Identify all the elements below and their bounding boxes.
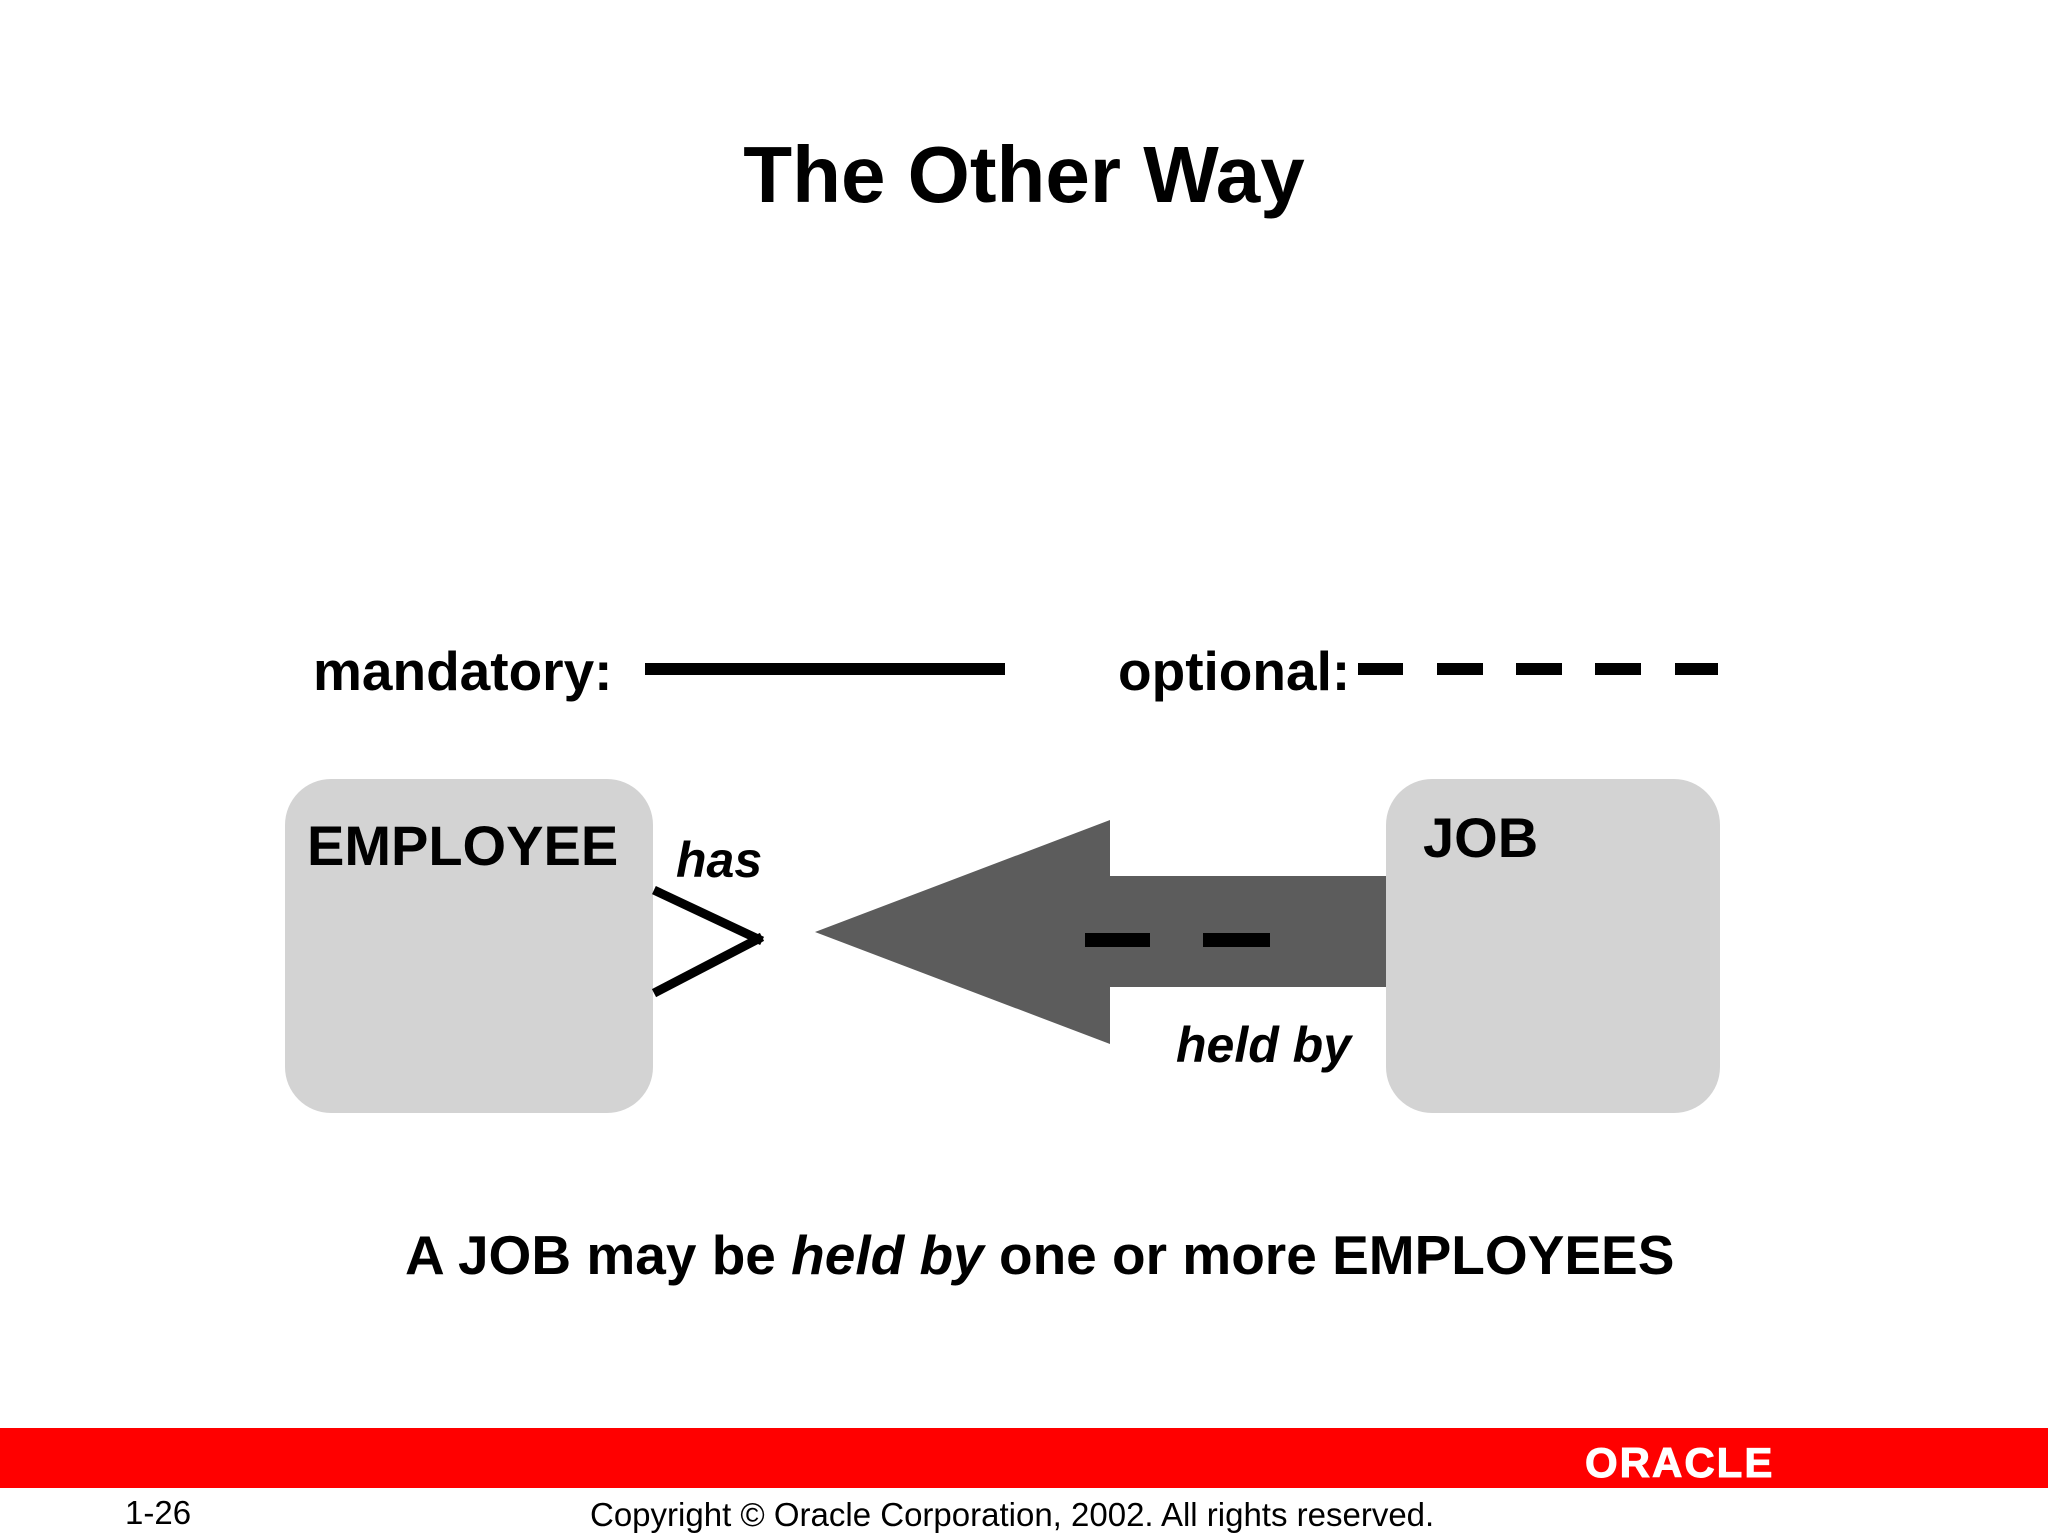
relation-held-by-label: held by bbox=[1176, 1017, 1352, 1073]
optional-label: optional: bbox=[1118, 640, 1351, 702]
sentence-part-2: one or more EMPLOYEES bbox=[983, 1224, 1675, 1286]
oracle-logo: ORACLE bbox=[1584, 1439, 1775, 1486]
copyright-text: Copyright © Oracle Corporation, 2002. Al… bbox=[590, 1496, 1435, 1533]
slide-title: The Other Way bbox=[743, 130, 1305, 219]
page-number: 1-26 bbox=[125, 1494, 192, 1531]
relationship-sentence: A JOB may be held by one or more EMPLOYE… bbox=[405, 1222, 1674, 1288]
mandatory-label: mandatory: bbox=[313, 640, 613, 702]
job-entity: JOB bbox=[1386, 779, 1720, 1113]
direction-arrow bbox=[815, 820, 1386, 1044]
crows-foot-symbol bbox=[651, 886, 765, 998]
sentence-part-1: A JOB may be bbox=[405, 1224, 792, 1286]
relation-has-label: has bbox=[676, 832, 763, 888]
sentence-emphasis: held by bbox=[791, 1224, 984, 1286]
employee-entity-name: EMPLOYEE bbox=[307, 814, 619, 877]
job-entity-name: JOB bbox=[1423, 806, 1539, 869]
footer-bar bbox=[0, 1428, 2048, 1488]
employee-entity: EMPLOYEE bbox=[285, 779, 653, 1113]
